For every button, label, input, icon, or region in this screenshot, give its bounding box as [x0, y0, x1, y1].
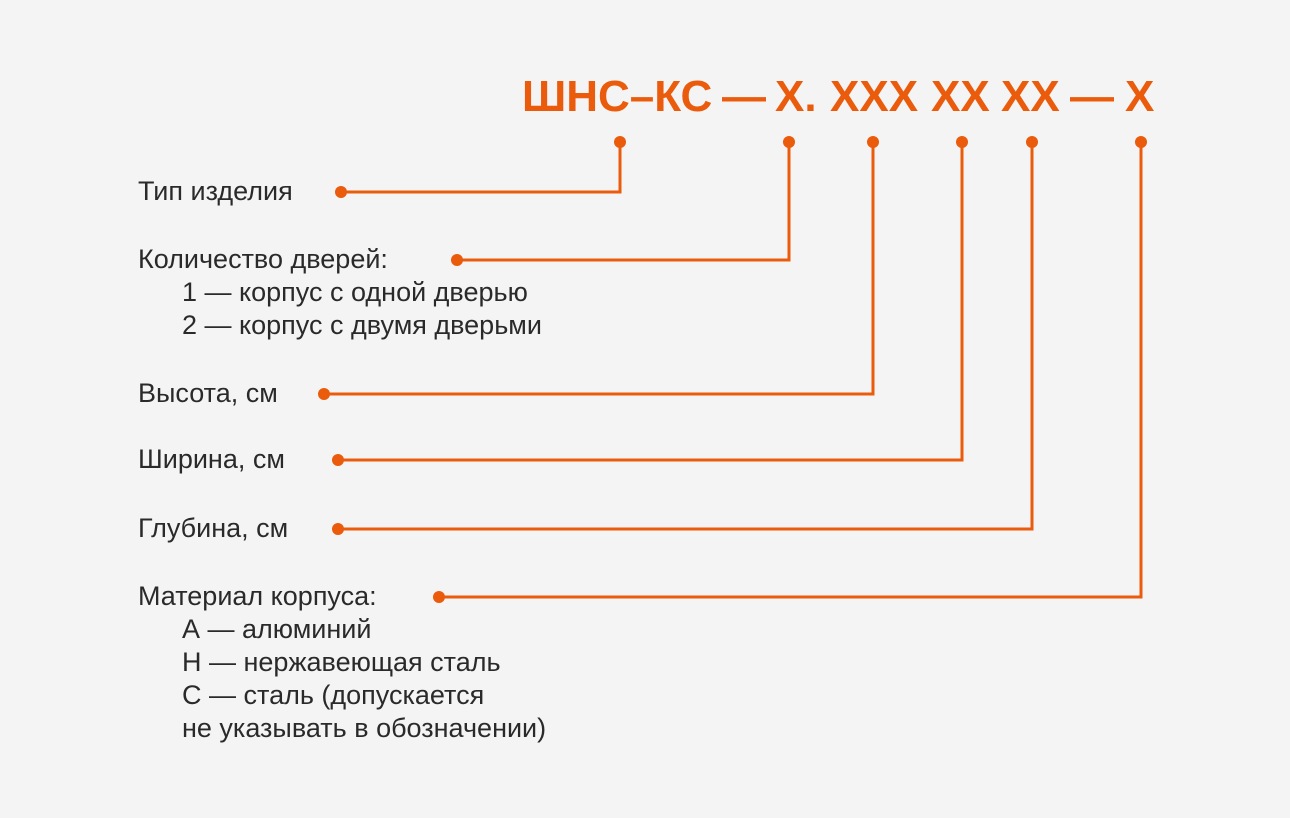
dot-label-width [332, 454, 344, 466]
material-option-a: А — алюминий [182, 614, 372, 644]
dot-code-width [956, 136, 968, 148]
code-prefix: ШНС–КС [522, 72, 713, 121]
code-width: ХХ [931, 72, 990, 121]
doors-option-1: 1 — корпус с одной дверью [182, 277, 528, 307]
connector-depth [338, 142, 1034, 531]
dot-label-depth [332, 523, 344, 535]
dot-label-height [318, 388, 330, 400]
material-option-c: С — сталь (допускается [182, 680, 485, 710]
label-width: Ширина, см [138, 444, 285, 474]
label-doors: Количество дверей: [138, 244, 388, 274]
label-depth: Глубина, см [138, 513, 289, 543]
connector-type [341, 142, 622, 194]
code-doors: Х. [775, 72, 817, 121]
code-depth: ХХ [1001, 72, 1060, 121]
code-dash-1: — [722, 72, 766, 121]
dot-code-material [1135, 136, 1147, 148]
material-option-h: Н — нержавеющая сталь [182, 647, 501, 677]
dot-label-doors [451, 254, 463, 266]
code-dash-2: — [1070, 72, 1114, 121]
dot-code-height [867, 136, 879, 148]
material-option-c-cont: не указывать в обозначении) [182, 713, 547, 743]
label-material: Материал корпуса: [138, 581, 377, 611]
doors-option-2: 2 — корпус с двумя дверьми [182, 310, 542, 340]
code-material: Х [1125, 72, 1155, 121]
dot-label-material [433, 591, 445, 603]
dot-code-depth [1026, 136, 1038, 148]
dot-code-type [614, 136, 626, 148]
code-height: ХХХ [830, 72, 919, 121]
connector-height [324, 142, 875, 396]
dot-code-doors [783, 136, 795, 148]
connector-material [439, 142, 1143, 599]
label-type: Тип изделия [138, 176, 293, 206]
label-height: Высота, см [138, 378, 278, 408]
connector-doors [457, 142, 791, 262]
dot-label-type [335, 186, 347, 198]
connector-width [338, 142, 964, 462]
